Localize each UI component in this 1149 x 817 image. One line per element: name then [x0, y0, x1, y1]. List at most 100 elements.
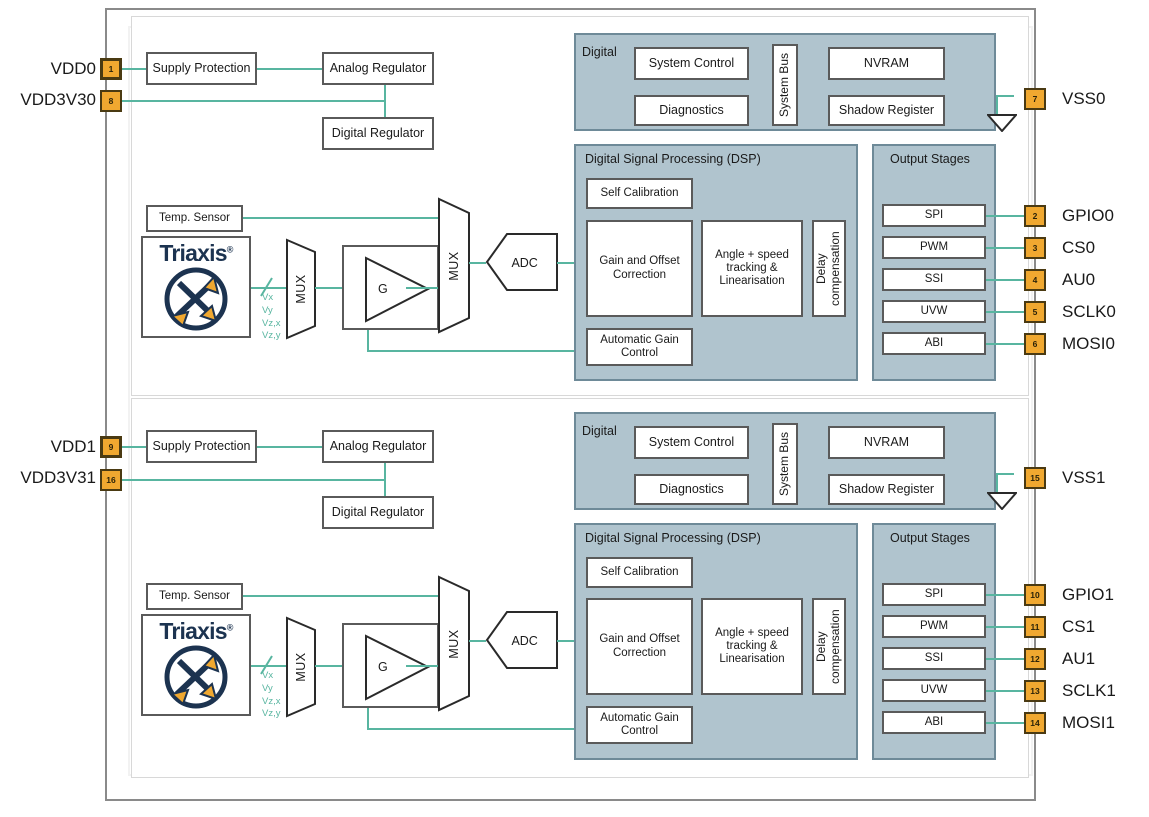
amplifier-gain-label-0: G [378, 282, 388, 296]
signal-vzy-1: Vz,y [262, 708, 281, 720]
pin-label-au0: AU0 [1062, 270, 1096, 289]
pin-label-cs0: CS0 [1062, 238, 1096, 257]
pin-4[interactable]: 4 [1024, 269, 1046, 291]
wire-vdd0-to-protection [122, 68, 146, 70]
mux-2-channel-1: MUX [437, 575, 471, 712]
pin-1[interactable]: 1 [100, 58, 122, 80]
pin-label-au1: AU1 [1062, 649, 1096, 668]
wire-mux2-to-adc-1 [469, 640, 486, 642]
pin-16[interactable]: 16 [100, 469, 122, 491]
pin-14[interactable]: 14 [1024, 712, 1046, 734]
system-bus-label-1: System Bus [777, 431, 792, 497]
amplifier-triangle-icon-1 [364, 634, 430, 701]
pin-7[interactable]: 7 [1024, 88, 1046, 110]
wire-digital-to-vss1-h [996, 473, 1014, 475]
block-shadow-register-1: Shadow Register [828, 474, 945, 505]
block-out-spi-1: SPI [882, 583, 986, 606]
wire-protection-to-analog-reg-1 [257, 446, 322, 448]
block-system-control-1: System Control [634, 426, 749, 459]
wire-pwm-to-pin3 [986, 247, 1026, 249]
block-temp-sensor-1: Temp. Sensor [146, 583, 243, 610]
block-diagnostics-0: Diagnostics [634, 95, 749, 126]
wire-vdd3v31-to-digital-reg-1 [384, 479, 386, 497]
signal-vzx-1: Vz,x [262, 695, 281, 707]
wire-mux2-to-adc-0 [469, 262, 486, 264]
pin-label-vdd1: VDD1 [50, 437, 96, 456]
wire-mux1-to-amp-1 [315, 665, 342, 667]
wire-uvw-to-pin5 [986, 311, 1026, 313]
triaxis-word-text-0: Triaxis [159, 240, 227, 266]
wire-vdd3v31-to-analog-reg-1 [384, 463, 386, 480]
pin-11[interactable]: 11 [1024, 616, 1046, 638]
wire-digital-to-vss0-v [996, 95, 998, 115]
group-dsp-title-1: Digital Signal Processing (DSP) [585, 531, 761, 545]
block-angle-speed-tracking-0: Angle + speed tracking & Linearisation [701, 220, 803, 317]
block-self-calibration-0: Self Calibration [586, 178, 693, 209]
triaxis-logo-0: Triaxis® [141, 236, 251, 338]
block-delay-compensation-1: Delay compensation [812, 598, 846, 695]
block-nvram-1: NVRAM [828, 426, 945, 459]
pin-label-gpio0: GPIO0 [1062, 206, 1114, 225]
wire-logo-to-mux1-1 [251, 665, 288, 667]
delay-compensation-label-1: Delay compensation [814, 609, 842, 684]
pin-label-cs1: CS1 [1062, 617, 1096, 636]
triaxis-logo-1: Triaxis® [141, 614, 251, 716]
ground-symbol-1 [987, 492, 1017, 510]
block-angle-speed-tracking-1: Angle + speed tracking & Linearisation [701, 598, 803, 695]
pin-rail-left [105, 8, 107, 801]
pin-2[interactable]: 2 [1024, 205, 1046, 227]
block-gain-offset-correction-0: Gain and Offset Correction [586, 220, 693, 317]
pin-8[interactable]: 8 [100, 90, 122, 112]
pin-10[interactable]: 10 [1024, 584, 1046, 606]
pin-9[interactable]: 9 [100, 436, 122, 458]
block-out-abi-0: ABI [882, 332, 986, 355]
wire-temp-sensor-to-mux2-0 [243, 217, 439, 219]
pin-6[interactable]: 6 [1024, 333, 1046, 355]
block-adc-1: ADC [485, 610, 559, 671]
amplifier-gain-label-1: G [378, 660, 388, 674]
block-analog-regulator-1: Analog Regulator [322, 430, 434, 463]
pin-label-sclk0: SCLK0 [1062, 302, 1116, 321]
block-nvram-0: NVRAM [828, 47, 945, 80]
signal-vzy-0: Vz,y [262, 330, 281, 342]
wire-amp-to-mux2-1 [406, 665, 439, 667]
block-shadow-register-0: Shadow Register [828, 95, 945, 126]
block-out-uvw-1: UVW [882, 679, 986, 702]
wire-uvw-to-pin13 [986, 690, 1026, 692]
pin-13[interactable]: 13 [1024, 680, 1046, 702]
pin-3[interactable]: 3 [1024, 237, 1046, 259]
group-dsp-title-0: Digital Signal Processing (DSP) [585, 152, 761, 166]
wire-pwm-to-pin11 [986, 626, 1026, 628]
pin-rail-right [1034, 8, 1036, 801]
block-digital-regulator-0: Digital Regulator [322, 117, 434, 150]
block-supply-protection-0: Supply Protection [146, 52, 257, 85]
triaxis-mark-icon-0 [160, 266, 232, 332]
pin-label-vdd3v31: VDD3V31 [20, 468, 96, 487]
delay-compensation-label-0: Delay compensation [814, 231, 842, 306]
bus-slash-icon-1 [258, 653, 276, 677]
pin-label-vss1: VSS1 [1062, 468, 1106, 487]
pin-5[interactable]: 5 [1024, 301, 1046, 323]
mux-1-label-1: MUX [294, 652, 308, 682]
pin-15[interactable]: 15 [1024, 467, 1046, 489]
mux-1-channel-0: MUX [285, 238, 317, 340]
pin-label-gpio1: GPIO1 [1062, 585, 1114, 604]
block-diagnostics-1: Diagnostics [634, 474, 749, 505]
registered-icon-0: ® [226, 244, 234, 255]
wire-adc-to-dsp-1 [557, 640, 587, 642]
block-amplifier-0: G [342, 245, 439, 330]
registered-icon-1: ® [226, 622, 234, 633]
wire-vdd3v30-to-digital-reg-0 [384, 100, 386, 118]
wire-ssi-to-pin12 [986, 658, 1026, 660]
group-digital-title-0: Digital [582, 45, 617, 59]
signal-labels-1: Vx Vy Vz,x Vz,y [262, 670, 280, 721]
wire-spi-to-pin10 [986, 594, 1026, 596]
wire-digital-to-vss0-h [996, 95, 1014, 97]
wire-temp-sensor-to-mux2-1 [243, 595, 439, 597]
block-agc-0: Automatic Gain Control [586, 328, 693, 366]
signal-labels-0: Vx Vy Vz,x Vz,y [262, 292, 280, 343]
group-output-stages-title-0: Output Stages [890, 152, 970, 166]
pin-12[interactable]: 12 [1024, 648, 1046, 670]
block-out-abi-1: ABI [882, 711, 986, 734]
pin-label-mosi0: MOSI0 [1062, 334, 1115, 353]
